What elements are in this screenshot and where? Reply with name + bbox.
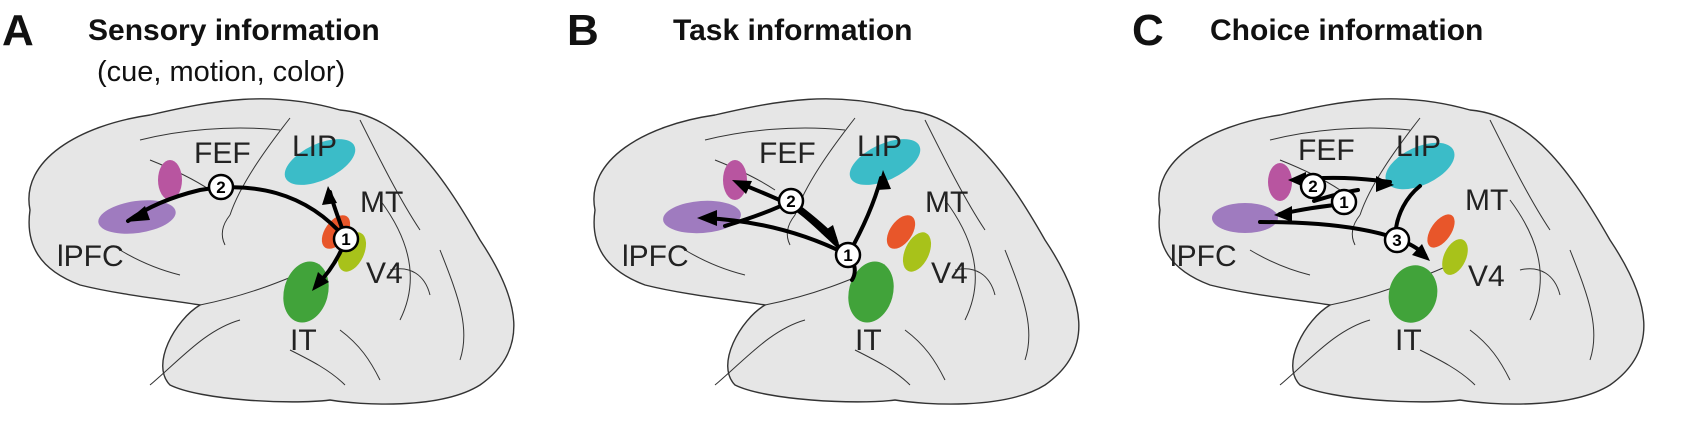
- it-region: [848, 261, 894, 323]
- v4-region: [1442, 239, 1468, 275]
- lip-region: [284, 139, 356, 185]
- mt-label: MT: [360, 186, 403, 219]
- panel-letter: A: [2, 6, 34, 55]
- mt-region: [1427, 214, 1455, 248]
- mt-region: [886, 215, 916, 249]
- panel-title: Sensory information: [88, 14, 380, 47]
- lpfc-label: lPFC: [1170, 240, 1237, 273]
- it-label: IT: [290, 324, 317, 357]
- step-marker-1: 1: [1330, 188, 1358, 216]
- arrowheads: [697, 170, 891, 244]
- lpfc-label: lPFC: [622, 240, 689, 273]
- step-marker-2: 2: [777, 187, 805, 215]
- panel-c: C Choice information: [1130, 0, 1694, 426]
- lip-label: LIP: [857, 130, 902, 163]
- lpfc-region: [1212, 203, 1278, 233]
- fef-label: FEF: [759, 137, 816, 170]
- panel-letter: C: [1132, 6, 1164, 55]
- panel-b: B Task information: [565, 0, 1129, 426]
- it-label: IT: [1395, 324, 1422, 357]
- panel-a: A Sensory information (cue, motion, colo…: [0, 0, 564, 426]
- svg-text:1: 1: [1339, 193, 1348, 212]
- panel-title: Choice information: [1210, 14, 1484, 47]
- panel-title: Task information: [673, 14, 913, 47]
- arrowheads: [126, 186, 337, 291]
- svg-text:2: 2: [216, 178, 225, 197]
- v4-region: [902, 232, 932, 272]
- panel-subtitle: (cue, motion, color): [97, 56, 346, 88]
- fef-region: [1268, 163, 1292, 201]
- mt-label: MT: [1465, 184, 1508, 217]
- v4-label: V4: [1468, 260, 1505, 293]
- it-region: [1388, 265, 1438, 323]
- lpfc-label: lPFC: [57, 240, 124, 273]
- svg-text:2: 2: [786, 192, 795, 211]
- lip-region: [1385, 142, 1455, 190]
- brain-diagram: 1 2 FEF LIP MT V4 IT lPFC: [593, 98, 1080, 405]
- mt-label: MT: [925, 186, 968, 219]
- v4-label: V4: [931, 257, 968, 290]
- step-marker-1: 1: [834, 241, 862, 269]
- lip-label: LIP: [292, 130, 337, 163]
- fef-region: [158, 160, 182, 200]
- svg-text:1: 1: [843, 246, 852, 265]
- fef-label: FEF: [1298, 134, 1355, 167]
- svg-text:1: 1: [341, 230, 350, 249]
- fef-label: FEF: [194, 137, 251, 170]
- step-marker-3: 3: [1383, 226, 1411, 254]
- v4-label: V4: [366, 257, 403, 290]
- lip-label: LIP: [1396, 130, 1441, 163]
- it-label: IT: [855, 324, 882, 357]
- step-marker-2: 2: [207, 173, 235, 201]
- lip-region: [849, 139, 921, 185]
- svg-text:2: 2: [1308, 177, 1317, 196]
- brain-diagram: 1 2 FEF LIP MT V4 IT lPFC: [28, 98, 515, 405]
- panel-letter: B: [567, 6, 599, 55]
- brain-outline: [28, 98, 515, 405]
- step-marker-1: 1: [332, 225, 360, 253]
- step-marker-2: 2: [1299, 172, 1327, 200]
- fef-region: [723, 160, 747, 200]
- svg-text:3: 3: [1392, 231, 1401, 250]
- brain-diagram: 1 2 3 FEF LIP MT V4 IT lPFC: [1158, 98, 1645, 405]
